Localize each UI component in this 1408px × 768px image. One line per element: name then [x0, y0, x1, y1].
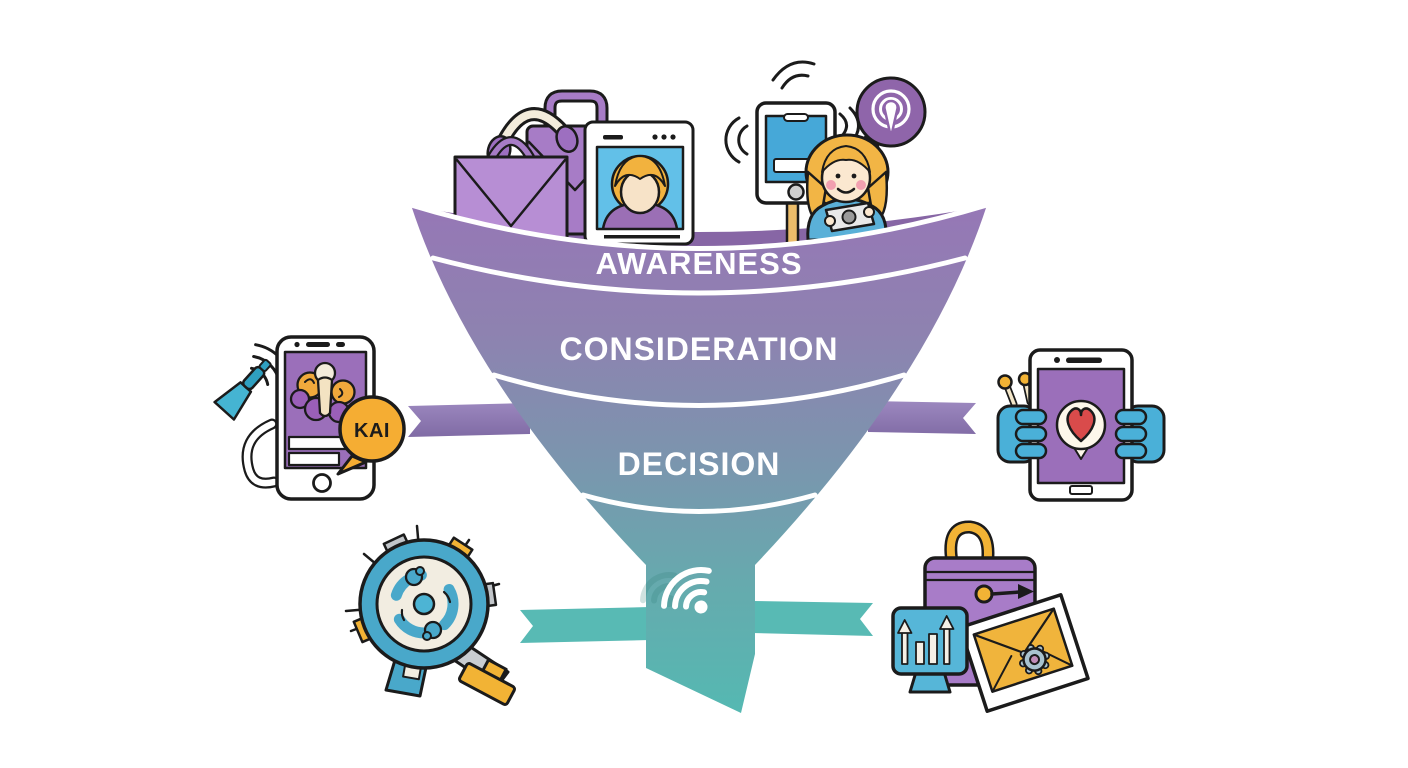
megaphone-icon	[213, 358, 272, 421]
wifi-icon	[661, 567, 712, 614]
ribbon-purple-right	[868, 401, 976, 434]
heart-icon	[1066, 407, 1096, 443]
gear-magnifier-icon	[344, 524, 516, 706]
shopping-bag-analytics-icon	[891, 520, 1090, 713]
phone-strap-fill	[243, 420, 278, 487]
right-hand-fingers	[1114, 408, 1148, 460]
home-button	[312, 473, 332, 493]
tablet-home-button	[1069, 485, 1093, 495]
profile-avatar	[601, 154, 679, 229]
stage-divider-2	[491, 372, 907, 408]
ribbon-purple-left	[408, 403, 530, 437]
arrow-head	[1018, 584, 1034, 599]
stage-label-awareness: AWARENESS	[595, 246, 802, 281]
yellow-stamp-foot	[458, 658, 516, 706]
left-hand-fingers	[1014, 408, 1048, 460]
voice-assistant-phone-icon: KAI	[213, 335, 406, 501]
girl-with-tablet-icon	[804, 133, 890, 242]
handle-ball	[974, 584, 994, 604]
photo-gear	[1019, 644, 1051, 676]
stage-divider-1	[430, 255, 968, 296]
profile-tablet-icon	[583, 120, 695, 246]
stage-label-decision: DECISION	[618, 446, 781, 482]
stage-label-consideration: CONSIDERATION	[559, 331, 838, 367]
funnel: AWARENESS CONSIDERATION DECISION	[408, 202, 990, 713]
stage-divider-3	[580, 492, 818, 514]
funnel-rim-front-edge	[408, 202, 990, 251]
stage-ribbons	[408, 401, 976, 643]
ribbon-teal-right	[752, 601, 873, 636]
kai-speech-bubble-icon: KAI	[336, 395, 406, 476]
ribbon-teal-left	[520, 607, 650, 643]
bar-chart-monitor-icon	[891, 606, 969, 694]
brain-icon	[289, 361, 356, 424]
hands-holding-tablet-heart-icon	[996, 348, 1166, 502]
kai-bubble-text: KAI	[354, 420, 390, 442]
awareness-icons-right	[724, 60, 927, 250]
lens-center-dot	[412, 592, 436, 616]
drumstick-pins-icon	[997, 371, 1034, 408]
arrow-line	[990, 590, 1022, 596]
funnel-body	[411, 205, 987, 713]
chat-bar-2	[287, 451, 341, 467]
photo-mail-gear-icon	[958, 593, 1090, 713]
